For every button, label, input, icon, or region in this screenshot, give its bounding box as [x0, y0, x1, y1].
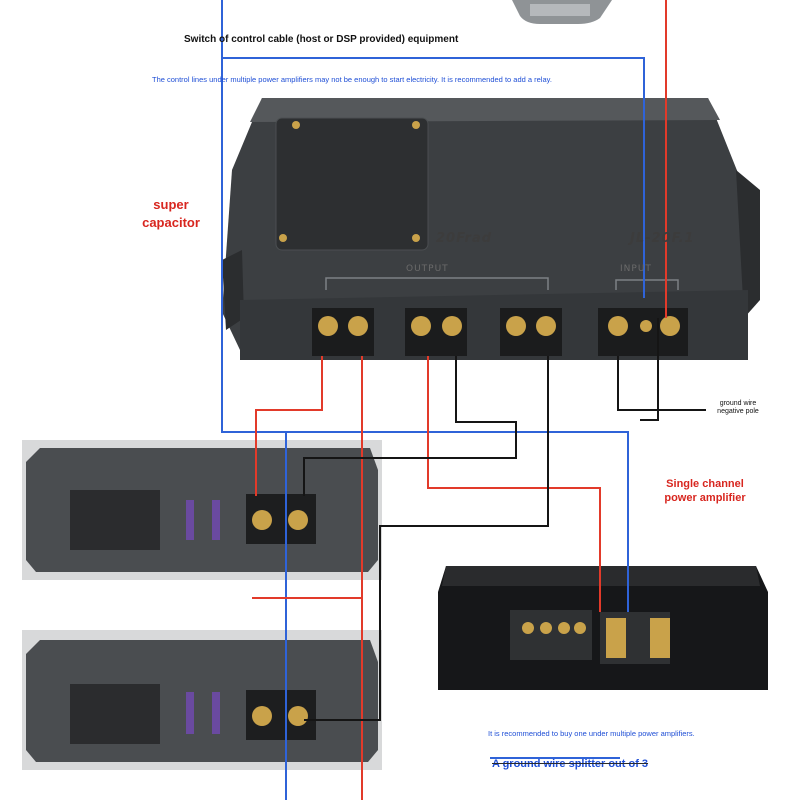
top-device-partial: [512, 0, 612, 24]
negative-wires: [303, 318, 706, 721]
super-capacitor-unit: [222, 98, 760, 360]
positive-wires: [252, 0, 667, 800]
single-channel-amp-label: Single channel power amplifier: [664, 478, 746, 504]
splitter-label: A ground wire splitter out of 3: [492, 758, 649, 770]
input-label: INPUT: [620, 264, 652, 274]
control-wires: [221, 0, 645, 800]
device-model: JL-20F.1: [630, 231, 695, 246]
splitter-note-label: It is recommended to buy one under multi…: [488, 729, 695, 738]
left-amplifier-top: [22, 440, 382, 580]
input-terminals: [598, 308, 688, 356]
left-amplifier-bottom: [22, 630, 382, 770]
output-label: OUTPUT: [406, 264, 449, 274]
device-brand: 20Frad: [436, 231, 493, 246]
ground-wire-label: ground wire negative pole: [717, 400, 759, 415]
relay-note-label: The control lines under multiple power a…: [152, 75, 552, 84]
control-cable-label: Switch of control cable (host or DSP pro…: [184, 34, 459, 45]
single-channel-amplifier: [438, 566, 768, 690]
output-terminals: [312, 308, 562, 356]
super-capacitor-label: super capacitor: [142, 197, 200, 230]
